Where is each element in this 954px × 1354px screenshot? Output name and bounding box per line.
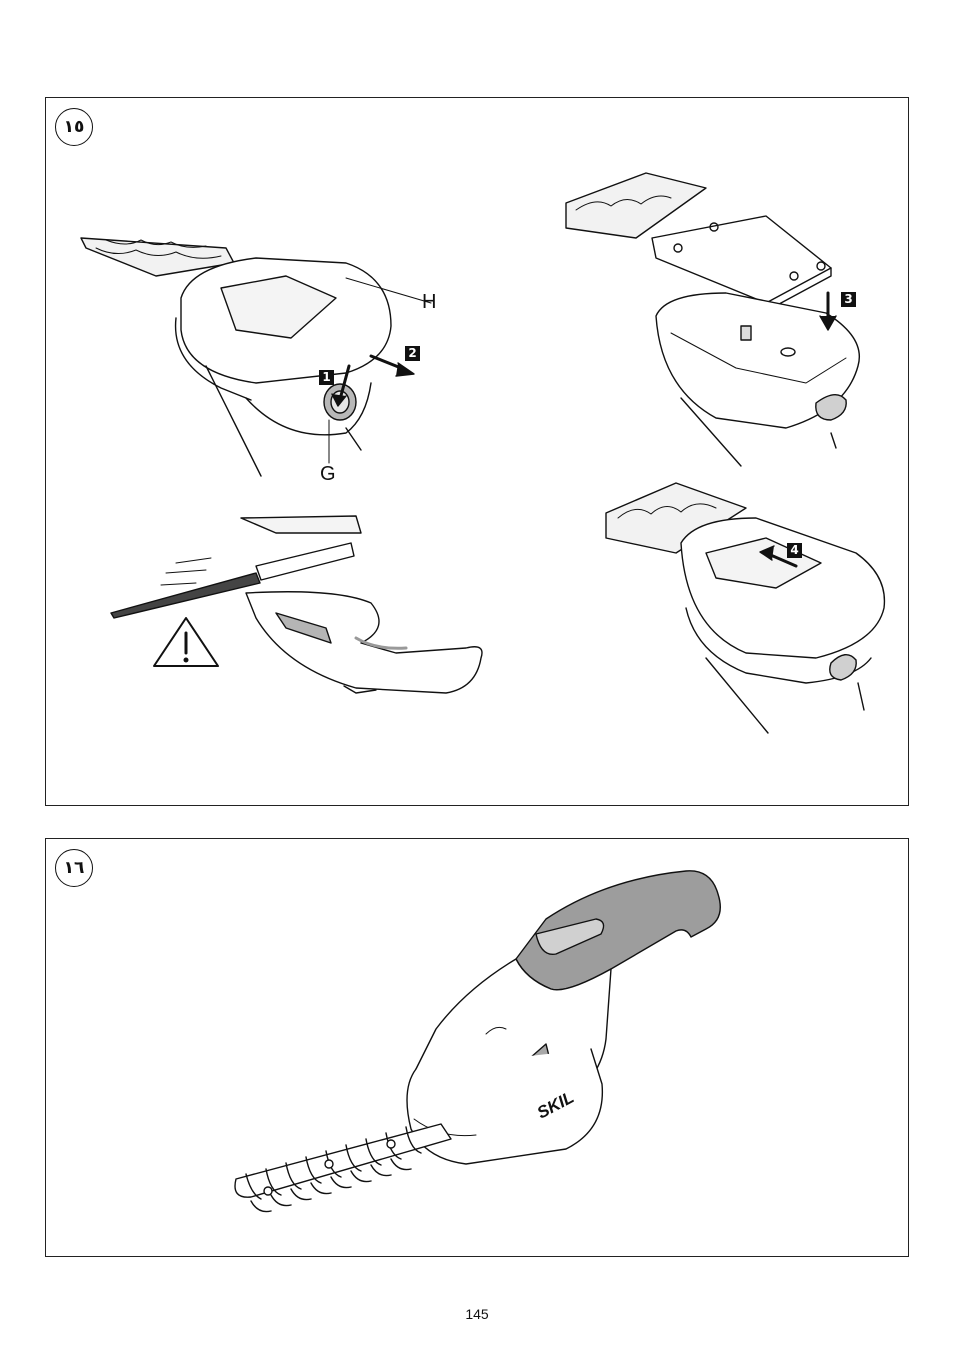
label-h: H [422, 292, 436, 312]
tool-body-top-left [176, 258, 431, 476]
tool-base-top-right [656, 293, 859, 466]
figure-16-illustration: SKIL [46, 839, 910, 1258]
figure-15-illustration [46, 98, 910, 807]
tool-bottom-right [606, 483, 884, 733]
figure-16-panel: ١٦ SKIL [45, 838, 909, 1257]
warning-triangle-icon [154, 618, 218, 666]
page-number: 145 [0, 1306, 954, 1322]
step-3-marker: 3 [841, 292, 856, 307]
label-g: G [320, 464, 336, 484]
step-4-marker: 4 [787, 543, 802, 558]
step-1-marker: 1 [319, 370, 334, 385]
figure-15-panel: ١٥ [45, 97, 909, 806]
step-2-marker: 2 [405, 346, 420, 361]
blade-plate-top-right [566, 173, 831, 310]
